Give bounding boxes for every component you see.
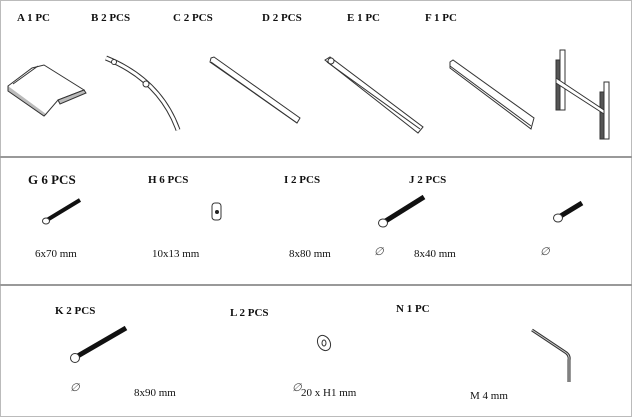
row2-parts-drawings xyxy=(42,194,584,228)
part-j-label: J 2 PCS xyxy=(409,174,447,186)
washer-l-drawing xyxy=(316,334,332,352)
part-l-size: 20 x H1 mm xyxy=(301,387,357,399)
row1-parts-drawings xyxy=(7,49,610,140)
diameter-symbol: ∅ xyxy=(292,382,302,394)
curved-arm-drawing xyxy=(105,55,181,131)
bolt-k-drawing xyxy=(70,325,128,363)
allen-key-n-drawing xyxy=(531,328,571,382)
diameter-symbol: ∅ xyxy=(70,382,80,394)
part-a-label: A 1 PC xyxy=(17,12,50,24)
bar-e-drawing xyxy=(449,59,535,130)
part-g-label: G 6 PCS xyxy=(28,172,76,187)
diameter-symbol: ∅ xyxy=(540,246,550,258)
part-c-label: C 2 PCS xyxy=(173,12,213,24)
part-g-size: 6x70 mm xyxy=(35,248,77,260)
bar-d-drawing xyxy=(324,56,424,134)
part-i-size: 8x80 mm xyxy=(289,248,331,260)
part-n-size: M 4 mm xyxy=(470,390,508,402)
part-n-label: N 1 PC xyxy=(396,303,430,315)
bar-c-drawing xyxy=(209,56,301,124)
part-k-label: K 2 PCS xyxy=(55,305,96,317)
part-d-label: D 2 PCS xyxy=(262,12,302,24)
part-f-label: F 1 PC xyxy=(425,12,457,24)
divider xyxy=(0,284,632,286)
barrel-nut-h-drawing xyxy=(211,202,222,221)
part-l-label: L 2 PCS xyxy=(230,307,269,319)
part-h-label: H 6 PCS xyxy=(148,174,189,186)
frame-f-drawing xyxy=(555,49,610,140)
part-b-label: B 2 PCS xyxy=(91,12,131,24)
part-h-size: 10x13 mm xyxy=(152,248,200,260)
bolt-j-drawing xyxy=(553,200,584,223)
part-k-size: 8x90 mm xyxy=(134,387,176,399)
part-j-size: 8x40 mm xyxy=(414,248,456,260)
bolt-i-drawing xyxy=(378,194,426,228)
seat-panel-drawing xyxy=(7,64,87,117)
part-i-label: I 2 PCS xyxy=(284,174,321,186)
part-e-label: E 1 PC xyxy=(347,12,380,24)
row3-parts-drawings xyxy=(70,325,571,382)
divider xyxy=(0,156,632,158)
diameter-symbol: ∅ xyxy=(374,246,384,258)
bolt-g-drawing xyxy=(42,198,82,225)
